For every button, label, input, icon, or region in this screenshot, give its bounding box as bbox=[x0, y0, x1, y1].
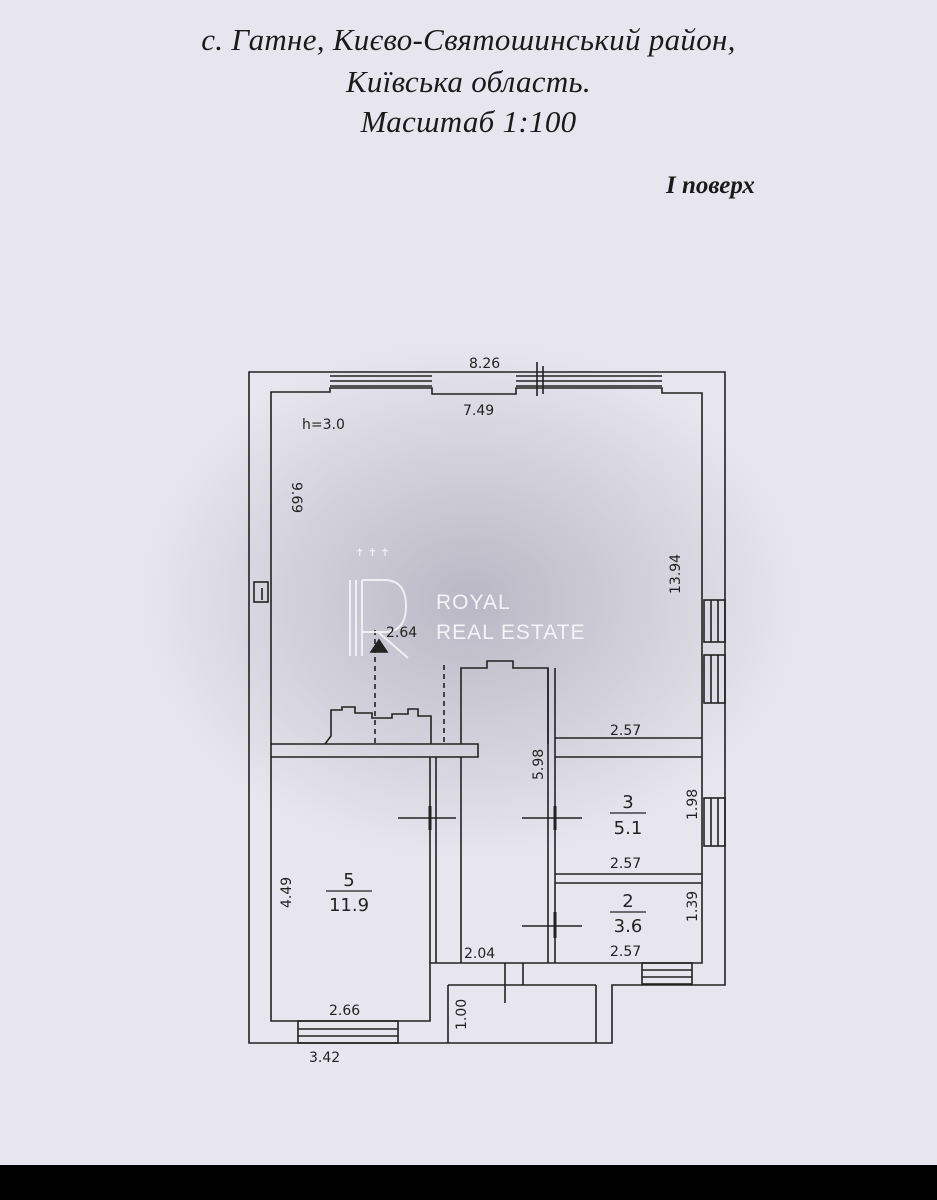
room-area: 3.6 bbox=[614, 916, 643, 937]
dim-top-inner: 7.49 bbox=[463, 403, 494, 419]
dim-right-upper: 13.94 bbox=[668, 554, 684, 594]
top-window-right bbox=[516, 375, 662, 387]
dim-room5-bottom: 2.66 bbox=[329, 1003, 360, 1019]
inner-wall-outline bbox=[270, 387, 703, 1022]
bottom-window-right bbox=[641, 962, 693, 985]
bottom-black-bar bbox=[0, 1165, 937, 1200]
address-line-2: Київська область. bbox=[345, 64, 591, 99]
dim-room3-side: 1.98 bbox=[685, 789, 701, 820]
dim-top-outer: 8.26 bbox=[469, 356, 500, 372]
dim-room2-bottom: 2.57 bbox=[610, 944, 641, 960]
staircase bbox=[324, 706, 432, 745]
watermark: ✝ ✝ ✝ ROYAL REAL ESTATE bbox=[349, 546, 585, 659]
dim-left-upper: 9.69 bbox=[288, 482, 304, 513]
svg-text:✝ ✝ ✝: ✝ ✝ ✝ bbox=[355, 546, 390, 559]
entry-porch bbox=[447, 984, 597, 1043]
dim-porch-width: 2.04 bbox=[464, 946, 495, 962]
height-note: h=3.0 bbox=[302, 417, 345, 433]
landing-partition bbox=[271, 743, 479, 758]
room-area: 5.1 bbox=[614, 818, 643, 839]
dim-bottom-outer: 3.42 bbox=[309, 1050, 340, 1066]
right-window-3 bbox=[703, 797, 726, 847]
bottom-window-left bbox=[297, 1020, 399, 1044]
watermark-line2: REAL ESTATE bbox=[436, 621, 585, 644]
top-window-left bbox=[330, 375, 432, 387]
chimney-column bbox=[460, 660, 549, 744]
watermark-logo-icon: ✝ ✝ ✝ bbox=[349, 546, 409, 659]
room-5-label: 5 11.9 bbox=[326, 870, 372, 916]
dim-corridor: 5.98 bbox=[531, 749, 547, 780]
room-area: 11.9 bbox=[329, 895, 369, 916]
left-wall-nub bbox=[253, 581, 269, 603]
floor-label: I поверх bbox=[666, 172, 755, 199]
dim-room3-top: 2.57 bbox=[610, 723, 641, 739]
dim-porch-depth: 1.00 bbox=[454, 999, 470, 1030]
room-3-label: 3 5.1 bbox=[610, 792, 646, 839]
room-2-label: 2 3.6 bbox=[610, 891, 646, 937]
right-window-2 bbox=[703, 654, 726, 704]
dim-room5-side: 4.49 bbox=[279, 877, 295, 908]
scale-label: Масштаб 1:100 bbox=[360, 104, 577, 139]
right-window-1 bbox=[703, 599, 726, 643]
dim-room3-bottom: 2.57 bbox=[610, 856, 641, 872]
outer-wall-outline bbox=[248, 371, 726, 1044]
room-number: 3 bbox=[622, 792, 633, 813]
watermark-line1: ROYAL bbox=[436, 591, 511, 614]
room-number: 2 bbox=[622, 891, 633, 912]
plan-sheet bbox=[0, 0, 937, 1165]
dim-room2-side: 1.39 bbox=[685, 891, 701, 922]
address-line-1: с. Гатне, Києво-Святошинський район, bbox=[201, 22, 736, 57]
room3-outline bbox=[555, 737, 702, 884]
floor-plan: ✝ ✝ ✝ ROYAL REAL ESTATE 8.26 7.49 h=3.0 … bbox=[248, 356, 726, 1066]
dim-stair: 2.64 bbox=[386, 625, 417, 641]
room-number: 5 bbox=[343, 870, 354, 891]
